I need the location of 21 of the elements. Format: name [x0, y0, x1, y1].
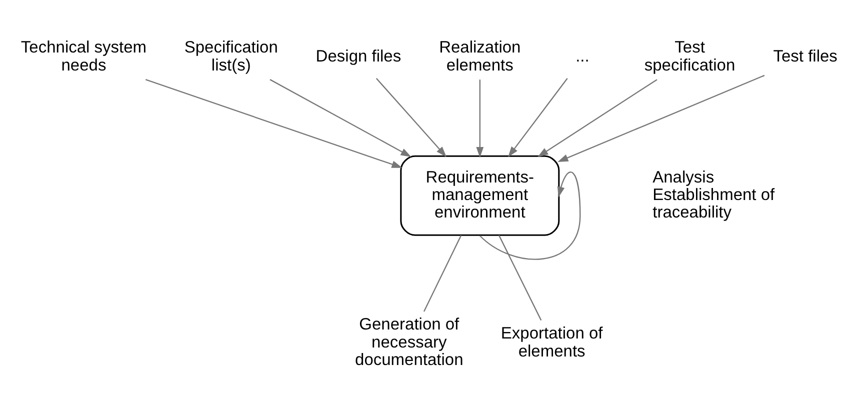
arrow [538, 79, 658, 158]
connector [498, 235, 542, 321]
node-text: Test specification [644, 38, 736, 74]
arrow [376, 78, 446, 158]
arrow [508, 78, 568, 158]
node-text: Test files [773, 47, 838, 66]
node-text: Specification list(s) [184, 38, 278, 74]
node-text: Technical system needs [20, 38, 147, 74]
node-text: Exportation of elements [500, 324, 603, 360]
arrow [476, 80, 484, 158]
node-text: ... [576, 47, 590, 66]
node-text: Realization elements [439, 38, 521, 74]
node-box: Requirements- management environment [400, 155, 560, 236]
arrow [145, 79, 402, 168]
label: Establishment of traceability [652, 186, 775, 222]
label: Analysis [652, 168, 714, 186]
node-text: Design files [316, 47, 402, 66]
arrow [558, 74, 765, 162]
arrow [270, 79, 412, 157]
connector [423, 235, 462, 312]
node-text: Generation of necessary documentation [355, 316, 464, 370]
